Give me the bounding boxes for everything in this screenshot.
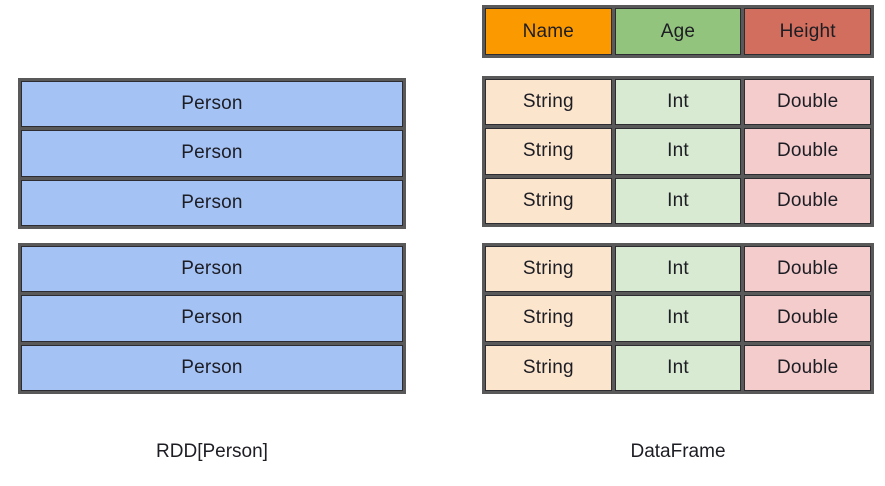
dataframe-cell-double: Double <box>744 128 871 175</box>
dataframe-cell-int: Int <box>614 344 742 391</box>
dataframe-cell-int: Int <box>614 177 742 224</box>
dataframe-cell-string: String <box>485 295 612 342</box>
dataframe-cell-int: Int <box>614 79 742 126</box>
rdd-caption: RDD[Person] <box>156 441 268 462</box>
dataframe-cell-int: Int <box>614 128 742 175</box>
dataframe-cell-int: Int <box>614 246 742 293</box>
dataframe-cell-string: String <box>485 79 612 126</box>
dataframe-cell-double: Double <box>744 177 871 224</box>
dataframe-cell-int: Int <box>614 295 742 342</box>
rdd-row: Person <box>21 344 403 391</box>
dataframe-cell-double: Double <box>744 295 871 342</box>
dataframe-cell-string: String <box>485 177 612 224</box>
rdd-row: Person <box>21 81 403 128</box>
rdd-row: Person <box>21 295 403 342</box>
rdd-row: Person <box>21 130 403 177</box>
dataframe-cell-double: Double <box>744 344 871 391</box>
dataframe-cell-double: Double <box>744 246 871 293</box>
dataframe-cell-string: String <box>485 246 612 293</box>
rdd-row: Person <box>21 179 403 226</box>
rdd-row: Person <box>21 246 403 293</box>
column-header-age: Age <box>614 8 742 55</box>
column-header-height: Height <box>744 8 871 55</box>
dataframe-caption: DataFrame <box>630 441 726 462</box>
column-header-name: Name <box>485 8 612 55</box>
dataframe-cell-double: Double <box>744 79 871 126</box>
dataframe-cell-string: String <box>485 128 612 175</box>
dataframe-cell-string: String <box>485 344 612 391</box>
